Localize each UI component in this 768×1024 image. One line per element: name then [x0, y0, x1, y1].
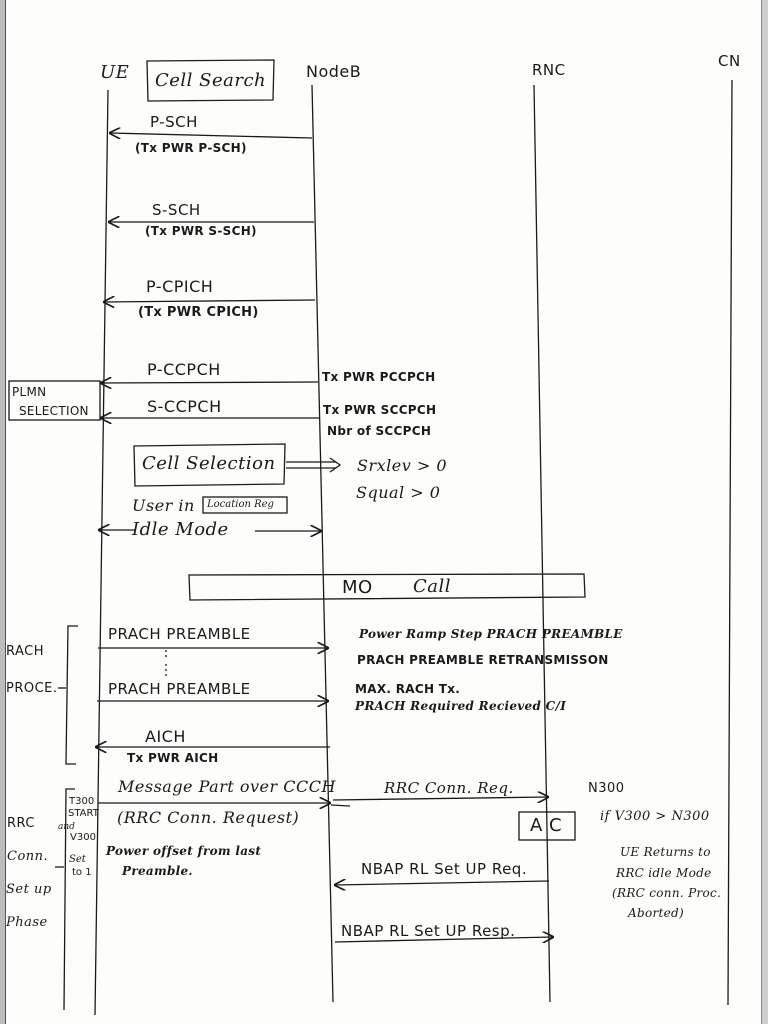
msg-aich-param: Tx PWR AICH	[127, 751, 219, 765]
rach-note-power-ramp: Power Ramp Step PRACH PREAMBLE	[359, 627, 623, 641]
abort-note-line4: Aborted)	[628, 906, 684, 920]
lifeline-cn	[727, 79, 733, 1006]
msg-s-ccpch-param2: Nbr of SCCPCH	[327, 424, 432, 438]
lifeline-nodeb	[311, 84, 334, 1003]
criteria-squal: Squal > 0	[356, 483, 441, 502]
rach-note-required-ci: PRACH Required Recieved C/I	[355, 699, 567, 713]
lifeline-rnc	[533, 84, 551, 1003]
criteria-srxlev: Srxlev > 0	[357, 456, 448, 475]
mo-call-label-a: MO	[342, 577, 373, 598]
page-right-edge	[762, 0, 768, 1024]
msg-p-ccpch: P-CCPCH	[147, 360, 221, 379]
mo-call-label-b: Call	[413, 576, 452, 597]
page-left-border	[5, 0, 6, 1024]
timer-note-and: and	[58, 822, 75, 832]
msg-message-part-ccch: Message Part over CCCH	[118, 777, 336, 796]
lifeline-ue	[94, 89, 109, 1016]
msg-prach-preamble-2: PRACH PREAMBLE	[108, 680, 251, 698]
abort-note-line2: RRC idle Mode	[616, 866, 712, 880]
msg-p-sch-param: (Tx PWR P-SCH)	[135, 141, 247, 155]
msg-aich: AICH	[145, 727, 186, 746]
msg-rrc-conn-request: (RRC Conn. Request)	[117, 808, 300, 827]
rrc-side-label-4: Phase	[6, 915, 48, 930]
if-condition-label: if V300 > N300	[600, 809, 710, 824]
abort-note-line3: (RRC conn. Proc.	[612, 886, 722, 900]
msg-nbap-rl-setup-resp: NBAP RL Set UP Resp.	[341, 922, 516, 940]
location-reg-label: Location Reg	[207, 499, 274, 510]
msg-s-sch-param: (Tx PWR S-SCH)	[145, 224, 257, 238]
msg-prach-preamble-1: PRACH PREAMBLE	[108, 625, 251, 643]
entity-nodeb: NodeB	[306, 62, 362, 81]
msg-rrc-conn-req: RRC Conn. Req.	[384, 779, 514, 797]
page-right-border	[761, 0, 762, 1024]
power-offset-line2: Preamble.	[122, 864, 193, 878]
rach-note-retransmission: PRACH PREAMBLE RETRANSMISSON	[357, 653, 609, 667]
plmn-selection-line2: SELECTION	[19, 404, 89, 418]
rach-note-max-rach: MAX. RACH Tx.	[355, 682, 461, 696]
cell-selection-label: Cell Selection	[142, 453, 276, 474]
msg-p-ccpch-param: Tx PWR PCCPCH	[322, 370, 436, 384]
timer-note-t300: T300	[69, 796, 95, 807]
msg-s-ccpch: S-CCPCH	[147, 397, 222, 416]
msg-p-sch: P-SCH	[150, 113, 198, 131]
msg-s-sch: S-SCH	[152, 201, 201, 219]
ac-box-label: A C	[530, 815, 563, 836]
rach-side-label-2: PROCE.	[6, 681, 58, 696]
rach-side-label-1: RACH	[6, 644, 45, 659]
power-offset-line1: Power offset from last	[106, 844, 262, 858]
timer-note-to1: to 1	[72, 867, 92, 878]
idle-mode-label: Idle Mode	[132, 519, 229, 540]
timer-note-start: START	[68, 808, 99, 819]
rrc-side-label-3: Set up	[6, 882, 52, 897]
entity-ue: UE	[100, 62, 130, 83]
msg-s-ccpch-param: Tx PWR SCCPCH	[323, 403, 437, 417]
n300-label: N300	[588, 781, 625, 796]
user-in-label: User in	[132, 496, 195, 515]
msg-p-cpich: P-CPICH	[146, 277, 214, 296]
msg-p-cpich-param: (Tx PWR CPICH)	[138, 305, 259, 320]
page-left-edge	[0, 0, 5, 1024]
plmn-selection-line1: PLMN	[12, 385, 47, 399]
entity-rnc: RNC	[532, 61, 566, 79]
cell-search-label: Cell Search	[155, 70, 267, 91]
abort-note-line1: UE Returns to	[620, 845, 711, 859]
msg-nbap-rl-setup-req: NBAP RL Set UP Req.	[361, 860, 528, 878]
entity-cn: CN	[718, 52, 741, 70]
timer-note-set: Set	[69, 854, 86, 865]
rrc-side-label-1: RRC	[7, 816, 35, 831]
rrc-side-label-2: Conn.	[7, 849, 49, 864]
timer-note-v300: V300	[70, 832, 96, 843]
